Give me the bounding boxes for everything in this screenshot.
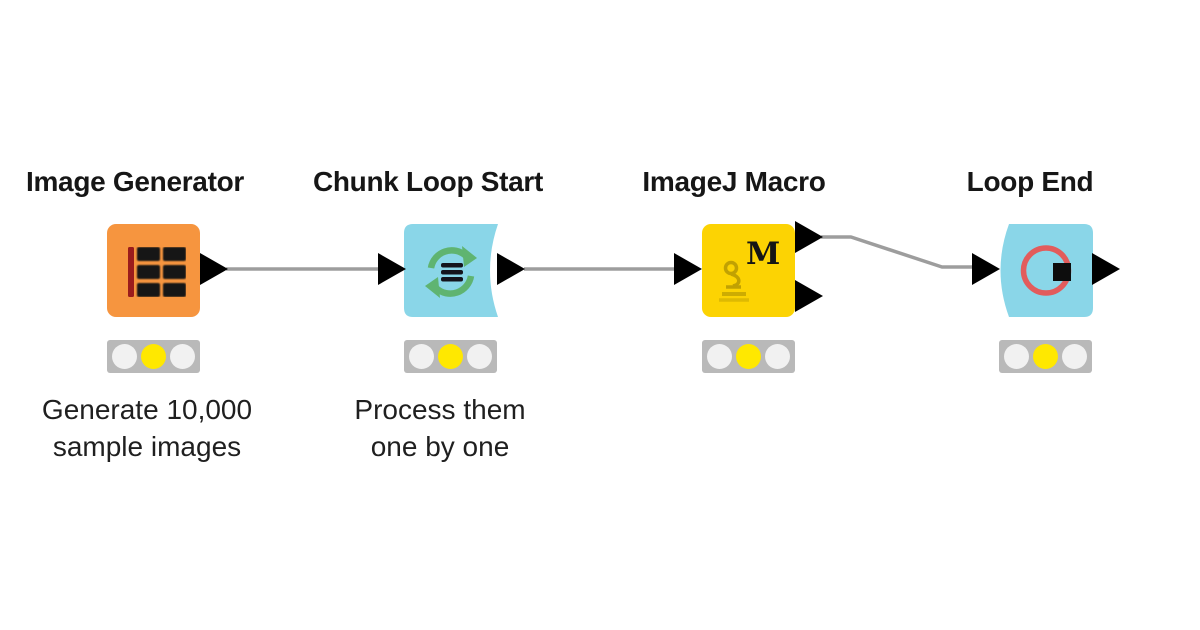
- loop-end-ring-icon: [1020, 245, 1072, 296]
- node-caption: Process them one by one: [354, 391, 525, 465]
- output-port-bottom[interactable]: [795, 280, 823, 312]
- input-port[interactable]: [378, 253, 406, 285]
- node-loop-end[interactable]: [999, 224, 1093, 317]
- traffic-green-bulb: [765, 344, 790, 369]
- traffic-red-bulb: [409, 344, 434, 369]
- traffic-yellow-bulb: [438, 344, 463, 369]
- input-port[interactable]: [972, 253, 1000, 285]
- node-image-generator[interactable]: [107, 224, 200, 317]
- caption-line: sample images: [52, 431, 242, 462]
- traffic-yellow-bulb: [736, 344, 761, 369]
- traffic-red-bulb: [1004, 344, 1029, 369]
- traffic-green-bulb: [170, 344, 195, 369]
- output-port[interactable]: [200, 253, 228, 285]
- input-port[interactable]: [674, 253, 702, 285]
- status-traffic-light: [404, 340, 497, 373]
- macro-m-letter: M: [746, 236, 781, 272]
- imagej-microscope-icon: [719, 260, 749, 302]
- traffic-yellow-bulb: [141, 344, 166, 369]
- caption-line: Process them: [354, 394, 526, 425]
- table-grid-icon: [128, 247, 186, 297]
- traffic-red-bulb: [112, 344, 137, 369]
- status-traffic-light: [702, 340, 795, 373]
- output-port-top[interactable]: [795, 221, 823, 253]
- caption-line: one by one: [370, 431, 510, 462]
- output-port[interactable]: [1092, 253, 1120, 285]
- node-title-chunk-loop-start: Chunk Loop Start: [312, 166, 544, 197]
- loop-sync-icon: [425, 246, 477, 298]
- node-imagej-macro[interactable]: M: [702, 224, 795, 317]
- node-title-imagej-macro: ImageJ Macro: [642, 166, 826, 197]
- traffic-green-bulb: [467, 344, 492, 369]
- output-port[interactable]: [497, 253, 525, 285]
- status-traffic-light: [999, 340, 1092, 373]
- node-caption: Generate 10,000 sample images: [42, 391, 252, 465]
- traffic-red-bulb: [707, 344, 732, 369]
- node-chunk-loop-start[interactable]: [404, 224, 498, 317]
- traffic-green-bulb: [1062, 344, 1087, 369]
- connection-line[interactable]: [821, 235, 975, 269]
- node-title-loop-end: Loop End: [966, 166, 1094, 197]
- traffic-yellow-bulb: [1033, 344, 1058, 369]
- node-title-image-generator: Image Generator: [25, 166, 245, 197]
- caption-line: Generate 10,000: [41, 394, 253, 425]
- status-traffic-light: [107, 340, 200, 373]
